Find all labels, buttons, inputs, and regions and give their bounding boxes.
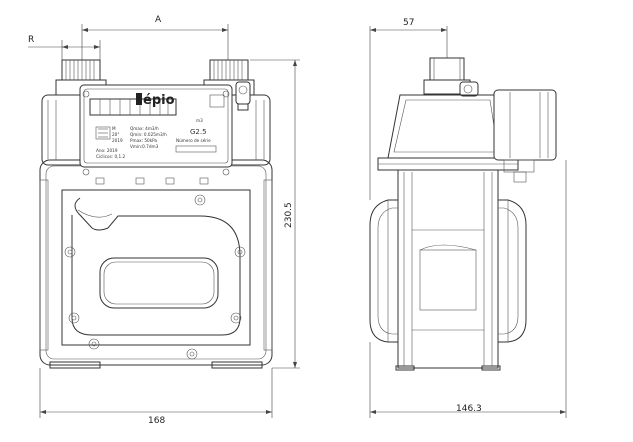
dim-height-label: 230.5 bbox=[284, 202, 294, 228]
brand-name: épio bbox=[143, 93, 175, 108]
mark-2: 20° bbox=[112, 132, 119, 137]
dim-side-depth-label: 146.3 bbox=[456, 404, 482, 414]
side-left-chamber bbox=[369, 199, 398, 343]
bolt-row bbox=[95, 177, 209, 185]
spec-line-3: Pmax: 50kPa bbox=[130, 138, 157, 143]
unit-label: m3 bbox=[196, 118, 203, 123]
counter-display bbox=[89, 98, 177, 116]
side-dimensions: 57 146.3 bbox=[369, 18, 567, 418]
year-label: Ano: 2019 bbox=[96, 148, 118, 153]
dim-width-label: 168 bbox=[148, 416, 165, 426]
side-view bbox=[369, 57, 557, 371]
nameplate: épio m3 M 20° 2019 Qmax: 4m3/h Qmin: 0.0… bbox=[79, 84, 233, 176]
cycles-label: Ciclicos: 0,1.2 bbox=[96, 154, 125, 159]
front-dimensions: A R 230.5 168 bbox=[28, 15, 300, 426]
side-index-box bbox=[493, 89, 557, 161]
side-right-chamber bbox=[498, 199, 527, 343]
brand-logo-icon bbox=[136, 93, 142, 105]
front-cover bbox=[61, 189, 251, 360]
front-body-outline bbox=[39, 159, 273, 366]
cover-bolt-icon bbox=[64, 194, 246, 360]
mark-1: M bbox=[112, 126, 116, 131]
dim-r-label: R bbox=[28, 35, 34, 45]
dim-a-label: A bbox=[155, 15, 162, 25]
spec-line-1: Qmax: 4m3/h bbox=[130, 126, 159, 131]
metrology-mark-icon bbox=[95, 126, 111, 140]
spec-line-4: Vmin:0.7dm3 bbox=[130, 144, 159, 149]
dim-side-top-label: 57 bbox=[403, 18, 414, 28]
spec-line-2: Qmin: 0.025m3/h bbox=[130, 132, 167, 137]
front-window bbox=[99, 257, 219, 309]
mark-3: 2019 bbox=[112, 138, 123, 143]
serial-label: Número de série bbox=[176, 138, 211, 143]
side-main-body bbox=[397, 169, 499, 369]
model-label: G2.5 bbox=[190, 128, 207, 136]
front-view: épio m3 M 20° 2019 Qmax: 4m3/h Qmin: 0.0… bbox=[39, 59, 273, 369]
side-cover-housing bbox=[387, 94, 505, 159]
